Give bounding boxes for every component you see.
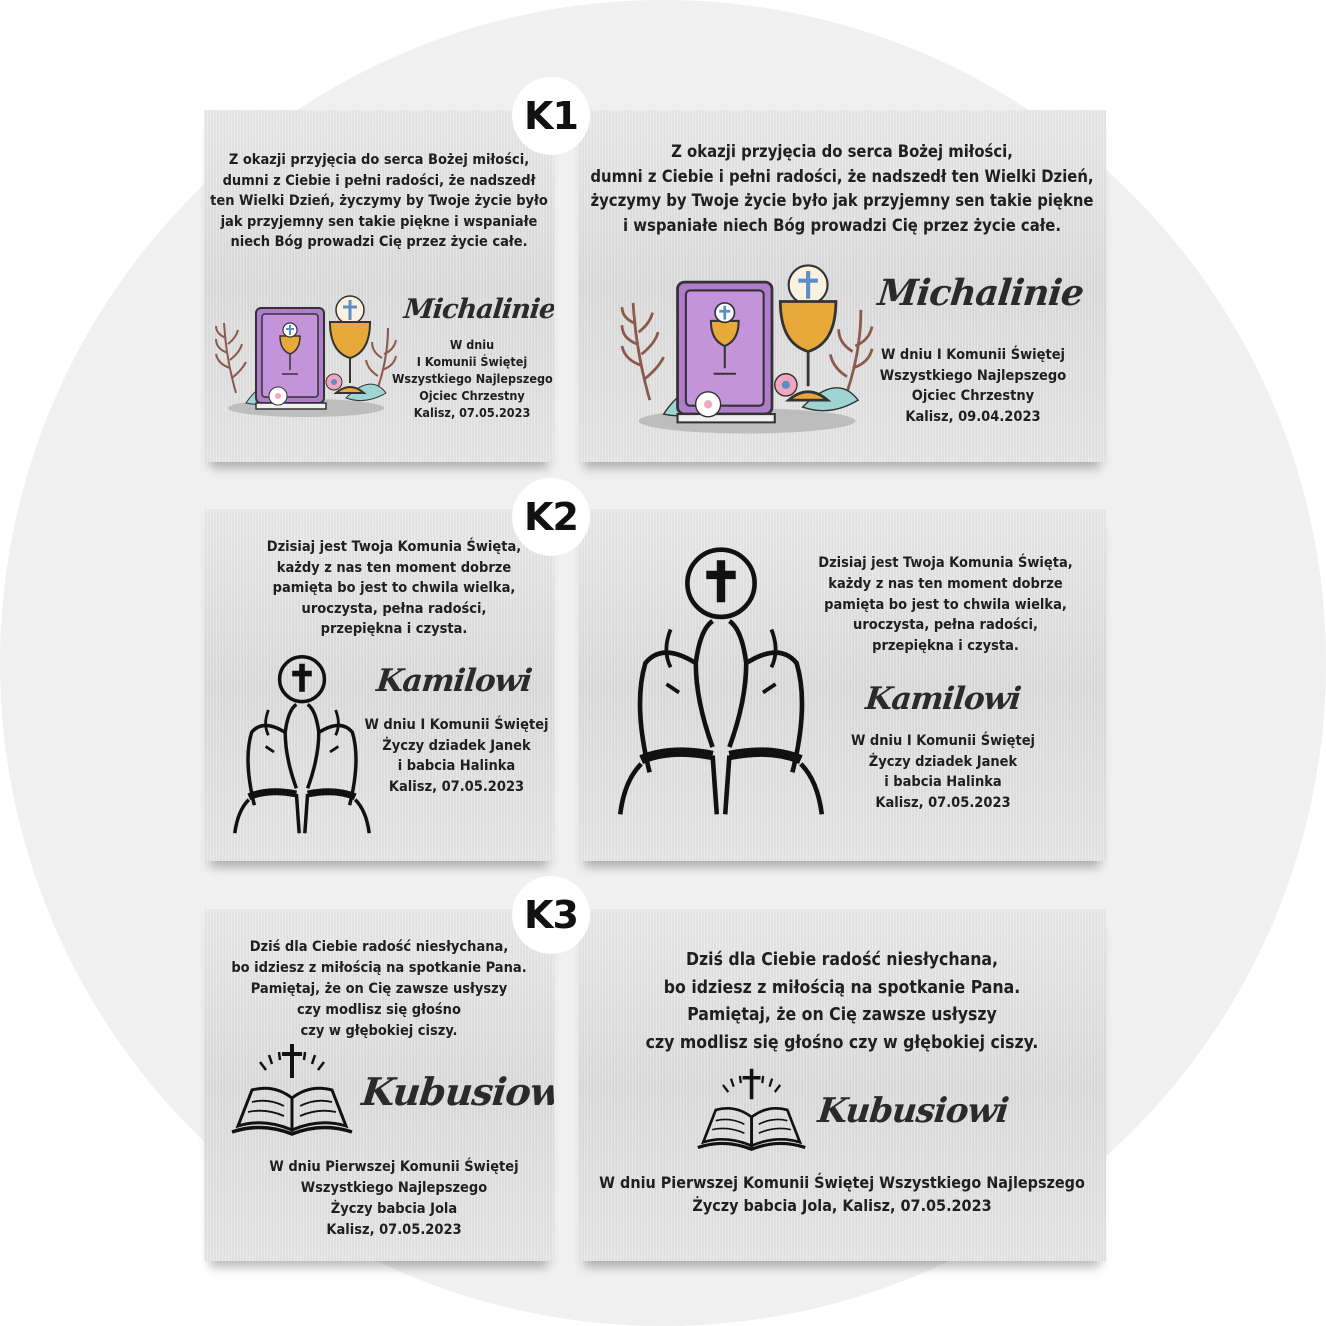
open-bible-cross-icon [231,1044,353,1136]
verse-line: Dzisiaj jest Twoja Komunia Święta, [266,539,522,555]
plate-k1-large: Z okazji przyjęcia do serca Bożej miłośc… [578,110,1106,462]
dedication-text: W dniu I Komunii Świętej Życzy dziadek J… [364,715,549,797]
dedication-text: W dniu I Komunii Świętej Wszystkiego Naj… [392,336,553,421]
verse-line: ten Wielki Dzień, życzymy by Twoje życie… [210,193,548,209]
dedication-line: I Komunii Świętej [416,354,528,369]
verse-line: pamięta bo jest to chwila wielka, [272,580,516,596]
dedication-line: Kalisz, 09.04.2023 [905,408,1041,425]
recipient-name: Kubusiowi [815,1091,1011,1131]
dedication-line: Życzy babcia Jola [330,1201,458,1217]
verse-line: Pamiętaj, że on Cię zawsze usłyszy [687,1005,997,1025]
verse-line: uroczysta, pełna radości, [301,600,487,617]
verse-line: czy modlisz się głośno [297,1002,461,1018]
plate-k3-small: Dziś dla Ciebie radość niesłychana, bo i… [204,909,554,1261]
dedication-line: Kalisz, 07.05.2023 [875,794,1011,811]
dedication-line: i babcia Halinka [884,774,1002,790]
dedication-line: Życzy babcia Jola, Kalisz, 07.05.2023 [692,1196,992,1215]
verse-line: dumni z Ciebie i pełni radości, że nadsz… [590,166,1094,186]
verse-line: Dzisiaj jest Twoja Komunia Święta, [818,555,1073,571]
verse-line: Pamiętaj, że on Cię zawsze usłyszy [250,981,508,997]
dedication-line: W dniu I Komunii Świętej [880,347,1066,363]
recipient-name: Michalinie [875,272,1086,314]
verse-text: Z okazji przyjęcia do serca Bożej miłośc… [204,150,554,253]
dedication-line: Kalisz, 07.05.2023 [413,405,531,420]
recipient-name: Kubusiowi [359,1069,554,1114]
dedication-line: Ojciec Chrzestny [911,388,1035,404]
verse-text: Z okazji przyjęcia do serca Bożej miłośc… [578,140,1106,238]
verse-line: czy modlisz się głośno czy w głębokiej c… [645,1032,1039,1053]
verse-line: przepiękna i czysta. [872,638,1019,655]
variant-badge-k1: K1 [512,77,590,155]
dedication-text: W dniu I Komunii Świętej Wszystkiego Naj… [868,345,1078,427]
verse-line: przepiękna i czysta. [320,621,468,637]
dedication-text: W dniu I Komunii Świętej Życzy dziadek J… [848,731,1038,813]
dedication-text: W dniu Pierwszej Komunii Świętej Wszystk… [204,1157,554,1241]
recipient-name: Michalinie [402,294,554,325]
verse-line: uroczysta, pełna radości, [853,617,1038,634]
dedication-line: Kalisz, 07.05.2023 [388,778,525,795]
verse-line: jak przyjemny sen takie piękne i wspania… [220,213,538,230]
dedication-line: Kalisz, 07.05.2023 [326,1222,462,1238]
verse-text: Dziś dla Ciebie radość niesłychana, bo i… [204,937,554,1042]
open-bible-cross-icon [697,1068,806,1152]
verse-line: Z okazji przyjęcia do serca Bożej miłośc… [228,152,530,168]
plate-k3-large: Dziś dla Ciebie radość niesłychana, bo i… [578,909,1106,1261]
dedication-line: Wszystkiego Najlepszego [879,367,1067,384]
verse-line: dumni z Ciebie i pełni radości, że nadsz… [222,172,536,189]
dedication-line: Życzy dziadek Janek [382,737,531,754]
recipient-name: Kamilowi [863,681,1023,717]
verse-line: niech Bóg prowadzi Cię przez życie całe. [230,234,528,250]
verse-line: życzymy by Twoje życie było jak przyjemn… [590,191,1094,210]
communion-book-chalice-illustration [215,295,397,417]
dedication-text: W dniu Pierwszej Komunii Świętej Wszystk… [578,1171,1106,1217]
verse-line: bo idziesz z miłością na spotkanie Pana. [663,977,1021,998]
variant-badge-k2: K2 [512,478,590,556]
verse-line: czy w głębokiej ciszy. [300,1023,458,1039]
dedication-line: i babcia Halinka [397,758,516,774]
plate-k1-small: Z okazji przyjęcia do serca Bożej miłośc… [204,110,554,462]
dedication-line: W dniu I Komunii Świętej [364,717,549,733]
verse-text: Dzisiaj jest Twoja Komunia Święta, każdy… [818,553,1073,657]
dedication-line: Życzy dziadek Janek [868,753,1018,770]
dedication-line: W dniu Pierwszej Komunii Świętej [269,1159,519,1175]
verse-line: i wspaniałe niech Bóg prowadzi Cię przez… [623,215,1061,235]
verse-line: Dziś dla Ciebie radość niesłychana, [685,950,999,970]
praying-hands-host-icon [233,655,371,834]
recipient-name: Kamilowi [374,663,534,699]
dedication-line: W dniu [449,337,495,352]
plate-k2-small: Dzisiaj jest Twoja Komunia Święta, każdy… [204,509,554,861]
dedication-line: Ojciec Chrzestny [419,388,525,403]
plate-k2-large: Dzisiaj jest Twoja Komunia Święta, każdy… [578,509,1106,861]
communion-book-chalice-illustration [620,264,874,434]
praying-hands-host-icon [617,547,825,815]
dedication-line: W dniu I Komunii Świętej [850,733,1036,749]
dedication-line: Wszystkiego Najlepszego [392,371,553,386]
verse-line: pamięta bo jest to chwila wielka, [824,596,1067,613]
verse-line: Dziś dla Ciebie radość niesłychana, [249,939,509,955]
variant-badge-k3: K3 [512,876,590,954]
verse-line: bo idziesz z miłością na spotkanie Pana. [231,960,527,976]
verse-line: Z okazji przyjęcia do serca Bożej miłośc… [671,142,1013,161]
verse-text: Dzisiaj jest Twoja Komunia Święta, każdy… [224,537,554,640]
verse-line: każdy z nas ten moment dobrze [828,575,1063,592]
verse-text: Dziś dla Ciebie radość niesłychana, bo i… [578,947,1106,1057]
dedication-line: W dniu Pierwszej Komunii Świętej Wszystk… [599,1173,1085,1192]
verse-line: każdy z nas ten moment dobrze [276,559,512,576]
dedication-line: Wszystkiego Najlepszego [300,1180,488,1196]
